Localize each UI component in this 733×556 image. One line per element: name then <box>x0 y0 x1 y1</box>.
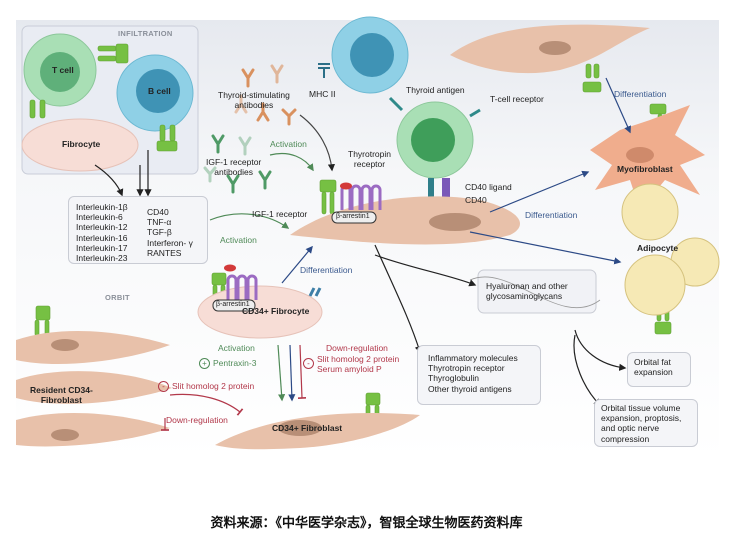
b-cell <box>116 54 194 132</box>
cytokine-item: RANTES <box>147 247 182 258</box>
source-caption: 资料来源：《中华医学杂志》，智银全球生物医药资料库 <box>210 516 523 531</box>
mhc-ii-icon <box>318 63 330 78</box>
fibrocyte-label: Fibrocyte <box>62 139 101 149</box>
resident-fibroblast-label: Resident CD34- Fibroblast <box>30 385 93 405</box>
slit-serum-text: Slit homolog 2 protein Serum amyloid P <box>317 354 400 374</box>
cytokine-item: Interleukin-23 <box>76 252 128 263</box>
cd34-icon <box>308 287 322 297</box>
inflammatory-box: Inflammatory molecules Thyrotropin recep… <box>417 345 541 405</box>
mhc-ii-label: MHC II <box>309 89 336 99</box>
central-fibroblast <box>290 196 520 245</box>
activation-label-1: Activation <box>270 139 307 149</box>
cd34-fibrocyte-label: CD34+ Fibrocyte <box>242 306 310 316</box>
t-cell <box>23 33 97 107</box>
cytokine-item: CD40 <box>147 207 169 217</box>
slit-left-label: -Slit homolog 2 protein <box>158 381 254 392</box>
thyroid-stimulating-antibodies-label: Thyroid-stimulating antibodies <box>218 90 290 110</box>
minus-circle-icon: - <box>303 358 314 369</box>
beta-arrestin-label: β-arrestin1 <box>216 301 250 308</box>
adipocyte-label: Adipocyte <box>637 243 679 253</box>
fibrocyte-cell <box>21 118 139 172</box>
orbital-volume-box: Orbital tissue volume expansion, proptos… <box>594 399 698 447</box>
infiltration-label: INFILTRATION <box>118 29 173 38</box>
cytokine-item: Interleukin-17 <box>76 242 128 253</box>
down-regulation-label-1: Down-regulation <box>326 343 388 353</box>
cytokine-item: Interferon- γ <box>147 237 193 248</box>
cytokine-item: TNF-α <box>147 217 172 228</box>
arrows <box>94 77 631 431</box>
slit-serum-label: -Slit homolog 2 protein Serum amyloid P <box>303 354 400 375</box>
cytokine-list-left: Interleukin-1β Interleukin-6 Interleukin… <box>76 202 128 263</box>
beta-arrestin-central <box>331 211 377 224</box>
thyroid-antigen-label: Thyroid antigen <box>406 85 465 95</box>
myofibroblast-label: Myofibroblast <box>617 164 673 174</box>
apc-cell <box>331 16 409 94</box>
tcr-icon <box>388 96 481 118</box>
t-cell-label: T cell <box>52 65 74 75</box>
plus-circle-icon: + <box>199 358 210 369</box>
beta-arrestin-fibrocyte <box>212 299 256 312</box>
differentiation-label-3: Differentiation <box>300 265 353 275</box>
down-regulation-label-2: Down-regulation <box>166 415 228 425</box>
adipocyte-cluster <box>621 183 720 316</box>
differentiation-label-2: Differentiation <box>525 210 578 220</box>
pathogenesis-diagram <box>16 16 720 460</box>
thyrotropin-receptor-label: Thyrotropin receptor <box>348 149 391 169</box>
activation-label-3: Activation <box>218 343 255 353</box>
orbital-fat-box: Orbital fat expansion <box>627 352 691 387</box>
t-cell-receptor-label: T-cell receptor <box>490 94 544 104</box>
cytokine-box: Interleukin-1β Interleukin-6 Interleukin… <box>68 196 208 264</box>
activation-label-2: Activation <box>220 235 257 245</box>
cytokine-item: Interleukin-12 <box>76 222 128 233</box>
cd40-ligand-label: CD40 ligand <box>465 182 512 192</box>
cd40-label: CD40 <box>465 195 487 205</box>
minus-circle-icon: - <box>158 381 169 392</box>
tshr-fibrocyte-icon <box>226 274 258 300</box>
hyaluronan-box <box>477 269 597 314</box>
pentraxin-text: Pentraxin-3 <box>213 357 257 368</box>
helper-t-cell <box>396 101 474 179</box>
orbit-label: ORBIT <box>105 293 130 302</box>
pentraxin-label: +Pentraxin-3 <box>199 358 256 369</box>
cytokine-item: Interleukin-6 <box>76 212 123 223</box>
slit-left-text: Slit homolog 2 protein <box>172 380 255 391</box>
igf1r-antibody-icons <box>203 134 272 194</box>
igf1-receptor-label: IGF-1 receptor <box>252 209 308 219</box>
thyroid-stimulating-antibody-icons <box>234 64 297 126</box>
cytokine-list-right: CD40 TNF-α TGF-β Interferon- γ RANTES <box>147 207 193 258</box>
cytokine-item: Interleukin-16 <box>76 232 128 243</box>
igf1r-antibodies-label: IGF-1 receptor antibodies <box>206 157 262 177</box>
beta-arrestin-label: β-arrestin1 <box>336 213 370 220</box>
cd34-fibroblast-label: CD34+ Fibroblast <box>272 423 343 433</box>
cytokine-item: TGF-β <box>147 227 172 238</box>
cytokine-item: Interleukin-1β <box>76 202 128 212</box>
differentiation-label-1: Differentiation <box>614 89 667 99</box>
hyaluronan-label: Hyaluronan and other glycosaminoglycans <box>486 281 568 301</box>
b-cell-label: B cell <box>148 86 171 96</box>
